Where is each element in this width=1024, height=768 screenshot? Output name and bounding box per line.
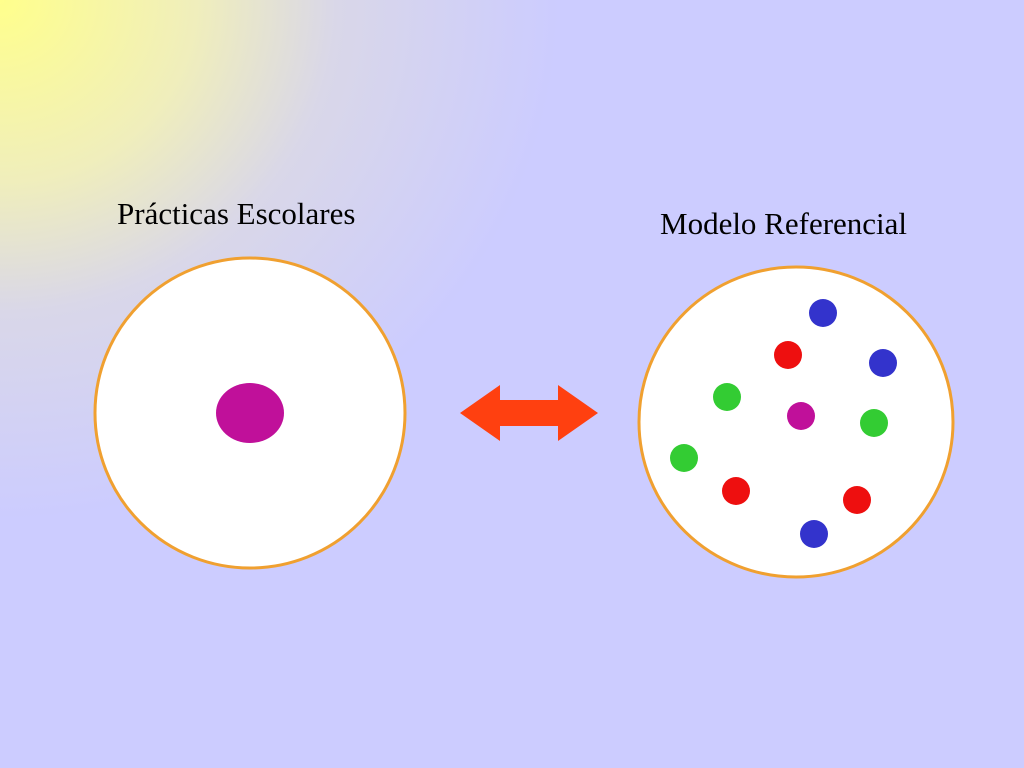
dot-red [774, 341, 802, 369]
label-practicas-escolares: Prácticas Escolares [117, 196, 356, 231]
right-circle-dots [670, 299, 897, 548]
dot-green [713, 383, 741, 411]
dot-green [860, 409, 888, 437]
dot-magenta [787, 402, 815, 430]
double-arrow-icon [460, 385, 598, 441]
dot-magenta [216, 383, 284, 443]
dot-blue [809, 299, 837, 327]
dot-red [843, 486, 871, 514]
label-modelo-referencial: Modelo Referencial [660, 206, 908, 241]
dot-blue [869, 349, 897, 377]
dot-blue [800, 520, 828, 548]
dot-red [722, 477, 750, 505]
dot-green [670, 444, 698, 472]
left-circle-dots [216, 383, 284, 443]
